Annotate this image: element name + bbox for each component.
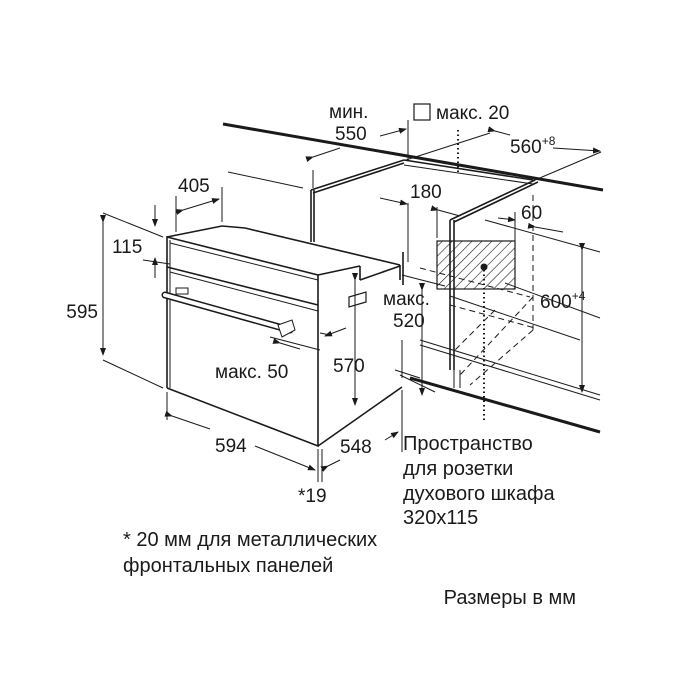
countertop [222,122,604,192]
dim-595: 595 [66,302,98,323]
footnote-line: * 20 мм для металлических [123,529,377,551]
footnote: * 20 мм для металлических фронтальных па… [123,529,377,577]
dim-60: 60 [521,203,542,224]
footnote-line: фронтальных панелей [123,555,333,577]
dimension-labels: мин. 550 макс. 20 560+8 405 180 60 115 5… [66,102,585,507]
dim-115: 115 [112,237,142,258]
dim-19: *19 [298,486,327,507]
dimension-lines [100,120,602,482]
dim-180: 180 [410,182,442,203]
dim-max-50: макс. 50 [215,362,288,383]
dim-600: 600+4 [540,289,586,313]
socket-note-line: для розетки [403,458,513,480]
dim-570: 570 [333,356,365,377]
square-icon [413,103,431,121]
dim-520: 520 [393,311,425,332]
dim-405: 405 [178,176,210,197]
dim-548: 548 [340,437,372,458]
dim-max-20: макс. 20 [436,103,509,124]
socket-area-hatch [436,240,516,290]
dim-550: 550 [335,124,367,145]
socket-note-line: духового шкафа [403,483,555,505]
min-label: мин. [329,102,368,123]
max-label: макс. [383,289,430,310]
dim-594: 594 [215,436,247,457]
socket-note: Пространство для розетки духового шкафа … [403,433,555,529]
vent-icon [348,291,367,308]
dim-560: 560+8 [510,134,556,158]
units-note: Размеры в мм [444,587,576,609]
socket-icon [480,263,488,271]
socket-note-line: Пространство [403,433,533,455]
socket-note-line: 320x115 [403,507,478,529]
oven-handle [161,287,296,338]
oven [166,225,403,448]
